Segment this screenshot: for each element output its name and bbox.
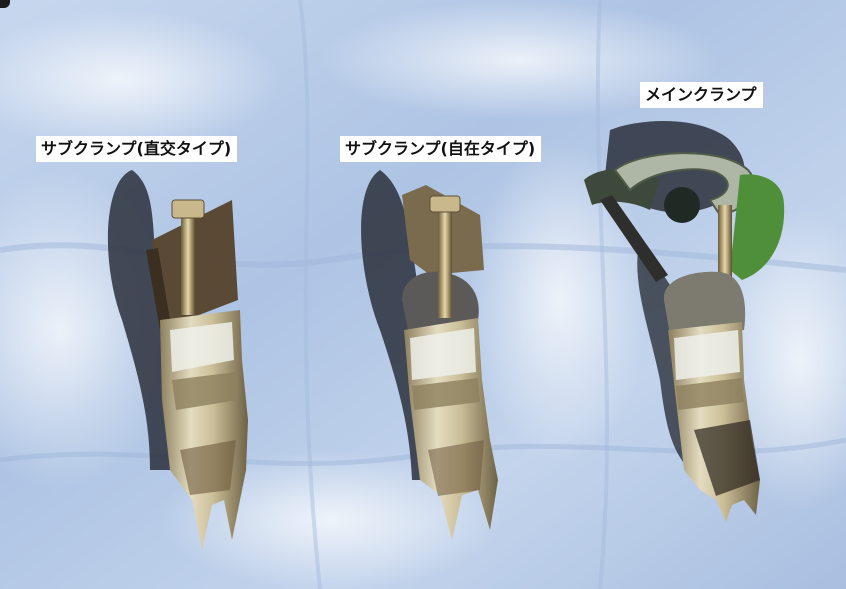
fabric-highlight bbox=[320, 0, 720, 120]
fabric-fold bbox=[298, 0, 322, 589]
clamp-highlight bbox=[674, 330, 740, 380]
clamp-band bbox=[676, 378, 744, 410]
clamp-bolt bbox=[438, 208, 452, 318]
clamp-head bbox=[663, 271, 746, 335]
main-clamp bbox=[584, 120, 785, 522]
fabric-highlight bbox=[160, 450, 500, 589]
clamp-bolt-nut bbox=[429, 195, 461, 213]
clamp-nut bbox=[664, 187, 700, 223]
clamp-highlight bbox=[170, 322, 234, 372]
clamp-band bbox=[412, 378, 480, 410]
clamp-rust bbox=[180, 440, 236, 495]
clamp-jaw-edge bbox=[146, 248, 170, 330]
clamp-bolt-dark bbox=[600, 195, 668, 282]
caption-orthogonal-sub-clamp: サブクランプ(直交タイプ) bbox=[36, 136, 239, 162]
corner-mark bbox=[0, 0, 10, 8]
clamp-band bbox=[172, 372, 238, 410]
orthogonal-sub-clamp bbox=[107, 170, 248, 550]
clamp-rust bbox=[428, 440, 484, 496]
fabric-highlight bbox=[470, 140, 650, 460]
clamp-green-part bbox=[730, 174, 785, 280]
clamp-bolt bbox=[181, 215, 195, 315]
clamp-highlight bbox=[410, 328, 476, 380]
fabric-highlight bbox=[0, 10, 280, 150]
caption-swivel-sub-clamp: サブクランプ(自在タイプ) bbox=[340, 136, 543, 162]
clamp-jaw-dark bbox=[694, 420, 760, 496]
clamp-shadow bbox=[107, 170, 176, 470]
caption-main-clamp: メインクランプ bbox=[640, 82, 764, 108]
swivel-sub-clamp bbox=[361, 170, 498, 540]
clamp-bolt-nut bbox=[171, 199, 205, 219]
fabric-fold bbox=[595, 0, 610, 589]
